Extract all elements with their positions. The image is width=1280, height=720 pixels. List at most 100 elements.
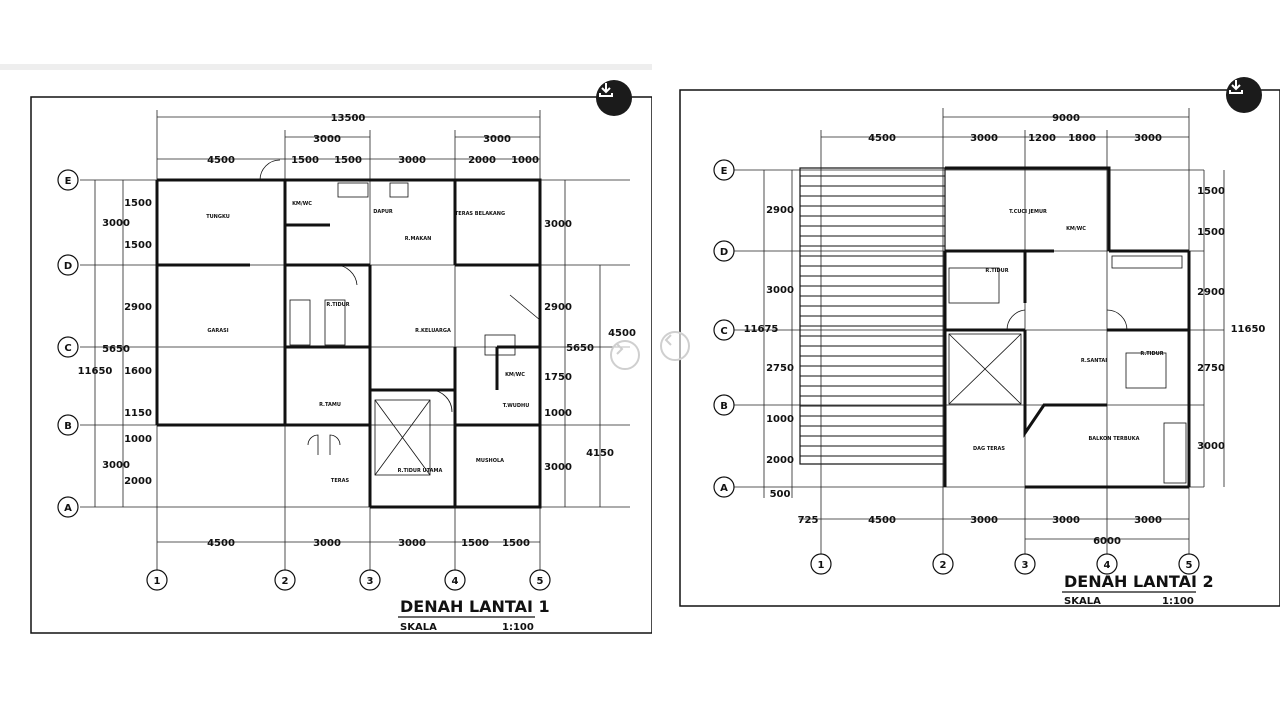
col-axis-label: 5: [1186, 560, 1193, 571]
plan2-scale-label: SKALA: [1064, 596, 1101, 607]
dim-label: 1150: [124, 408, 152, 419]
floor-plan-1-image: E D C B A 1 2 3 4 5 13500 3000 3000 4500…: [0, 64, 652, 648]
dim-label: 3000: [544, 462, 572, 473]
dim-label: 4150: [586, 448, 614, 459]
dim-label: 2000: [468, 155, 496, 166]
row-axis-label: A: [64, 503, 72, 514]
dim-label: 1500: [461, 538, 489, 549]
plan2-scale-value: 1:100: [1162, 596, 1194, 607]
dim-label: 4500: [608, 328, 636, 339]
dim-label: 3000: [398, 538, 426, 549]
download-icon: [1229, 80, 1243, 94]
dim-label: 2000: [124, 476, 152, 487]
floor-plan-2-image: E D C B A 1 2 3 4 5 9000 4500 3000 1200 …: [664, 78, 1280, 620]
row-axis-label: B: [720, 401, 728, 412]
dim-label: 2750: [766, 363, 794, 374]
dim-label: 1500: [1197, 186, 1225, 197]
dim-label: 3000: [1197, 441, 1225, 452]
col-axis-label: 1: [154, 576, 161, 587]
dim-label: 1000: [766, 414, 794, 425]
dim-label: 2900: [1197, 287, 1225, 298]
dim-label: 1750: [544, 372, 572, 383]
dim-total-left: 11675: [744, 324, 779, 335]
dim-label: 3000: [1134, 515, 1162, 526]
plan1-scale-value: 1:100: [502, 622, 534, 633]
room-label: KM/WC: [505, 372, 525, 378]
room-label: R.TAMU: [319, 402, 341, 408]
dim-label: 4500: [868, 133, 896, 144]
room-label: KM/WC: [292, 201, 312, 207]
col-axis-label: 4: [1104, 560, 1111, 571]
floor-plan-1-drawing: E D C B A 1 2 3 4 5 13500 3000 3000 4500…: [30, 96, 652, 634]
dim-label: 5650: [102, 344, 130, 355]
plan1-scale-label: SKALA: [400, 622, 437, 633]
dim-label: 1200: [1028, 133, 1056, 144]
dim-total-left: 11650: [78, 366, 113, 377]
dim-label: 3000: [1134, 133, 1162, 144]
dim-label: 1500: [502, 538, 530, 549]
dim-label: 4500: [868, 515, 896, 526]
row-axis-label: B: [64, 421, 72, 432]
dim-label: 3000: [313, 134, 341, 145]
dim-label: 4500: [207, 155, 235, 166]
dim-label: 1500: [124, 240, 152, 251]
dim-label: 3000: [970, 133, 998, 144]
plan2-title: DENAH LANTAI 2: [1064, 572, 1214, 591]
room-label: DAG TERAS: [973, 446, 1005, 452]
previous-image-button[interactable]: [660, 331, 690, 361]
dim-label: 3000: [766, 285, 794, 296]
download-button-plan2[interactable]: [1226, 77, 1262, 113]
dim-label: 3000: [102, 460, 130, 471]
dim-label: 2000: [766, 455, 794, 466]
col-axis-label: 3: [367, 576, 374, 587]
dim-total-bottom: 6000: [1093, 536, 1121, 547]
dim-total-top: 13500: [331, 113, 366, 124]
room-label: R.TIDUR: [985, 268, 1008, 274]
row-axis-label: A: [720, 483, 728, 494]
row-axis-label: C: [720, 326, 727, 337]
room-label: DAPUR: [373, 209, 393, 215]
dim-label: 500: [770, 489, 791, 500]
col-axis-label: 4: [452, 576, 459, 587]
room-label: T.CUCI JEMUR: [1009, 209, 1047, 215]
dim-label: 2900: [124, 302, 152, 313]
dim-label: 3000: [102, 218, 130, 229]
download-button-plan1[interactable]: [596, 80, 632, 116]
dim-label: 1000: [511, 155, 539, 166]
room-label: GARASI: [207, 328, 228, 334]
col-axis-label: 3: [1022, 560, 1029, 571]
row-axis-label: D: [720, 247, 728, 258]
row-axis-label: E: [65, 176, 72, 187]
room-label: MUSHOLA: [476, 458, 504, 464]
plan1-row-axes: E D C B A: [57, 169, 79, 518]
next-image-button[interactable]: [610, 340, 640, 370]
dim-label: 1000: [544, 408, 572, 419]
plan2-col-axes: 1 2 3 4 5: [810, 553, 1200, 575]
dim-label: 1500: [124, 198, 152, 209]
dim-label: 3000: [313, 538, 341, 549]
dim-label: 1600: [124, 366, 152, 377]
dim-label: 2750: [1197, 363, 1225, 374]
dim-label: 3000: [483, 134, 511, 145]
dim-label: 2900: [766, 205, 794, 216]
plan1-title: DENAH LANTAI 1: [400, 597, 550, 616]
col-axis-label: 2: [282, 576, 289, 587]
download-icon: [599, 83, 613, 97]
room-label: R.TIDUR UTAMA: [398, 468, 443, 474]
room-label: TERAS BELAKANG: [455, 211, 505, 217]
dim-label: 3000: [1052, 515, 1080, 526]
chevron-left-icon: [664, 334, 672, 346]
dim-label: 5650: [566, 343, 594, 354]
dim-label: 2900: [544, 302, 572, 313]
room-label: TUNGKU: [206, 214, 230, 220]
dim-total-right: 11650: [1231, 324, 1266, 335]
col-axis-label: 2: [940, 560, 947, 571]
row-axis-label: E: [721, 166, 728, 177]
row-axis-label: C: [64, 343, 71, 354]
room-label: TERAS: [331, 478, 350, 484]
dim-label: 1500: [334, 155, 362, 166]
dim-label: 3000: [544, 219, 572, 230]
floor-plan-2-drawing: E D C B A 1 2 3 4 5 9000 4500 3000 1200 …: [679, 89, 1280, 607]
chevron-right-icon: [616, 343, 624, 355]
plan1-col-axes: 1 2 3 4 5: [146, 569, 551, 591]
